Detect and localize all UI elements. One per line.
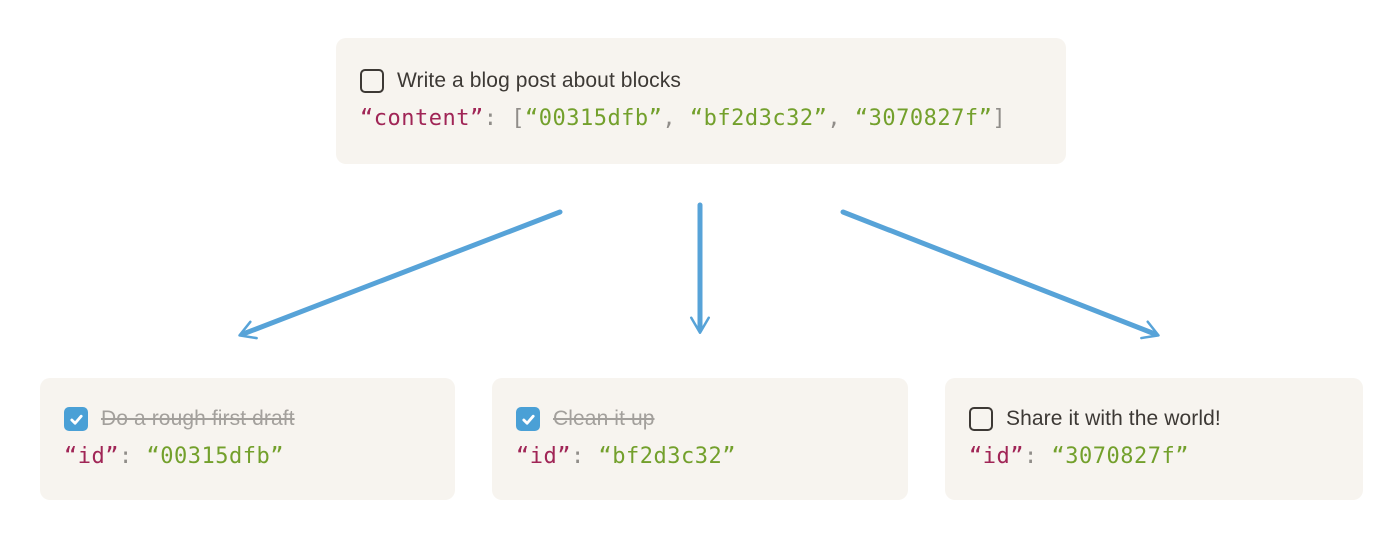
code-string: “bf2d3c32” — [689, 106, 828, 132]
code-punctuation: : — [118, 444, 147, 470]
child-task-card-2: Clean it up “id”: “bf2d3c32” — [492, 378, 908, 500]
code-punctuation: ] — [992, 106, 1007, 132]
code-string: “bf2d3c32” — [598, 444, 736, 470]
child-task-card-1: Do a rough first draft “id”: “00315dfb” — [40, 378, 455, 500]
arrow-to-third-child — [840, 209, 1160, 340]
code-key: “id” — [64, 444, 119, 470]
code-punctuation: , — [662, 106, 690, 132]
checkmark-icon — [521, 414, 535, 425]
task-row: Share it with the world! — [969, 407, 1339, 432]
task-label: Write a blog post about blocks — [397, 69, 681, 93]
code-string: “3070827f” — [1051, 444, 1189, 470]
code-key: “id” — [969, 444, 1024, 470]
content-code-line: “content”: [“00315dfb”, “bf2d3c32”, “307… — [360, 106, 1042, 132]
parent-task-card: Write a blog post about blocks “content”… — [336, 38, 1066, 164]
task-row: Write a blog post about blocks — [360, 69, 1042, 94]
code-string: “00315dfb” — [524, 106, 663, 132]
checkbox-checked[interactable] — [64, 407, 88, 432]
code-punctuation: : [ — [483, 106, 525, 132]
checkbox-unchecked[interactable] — [969, 407, 993, 432]
code-string: “00315dfb” — [146, 444, 284, 470]
task-row: Do a rough first draft — [64, 407, 431, 432]
task-row: Clean it up — [516, 407, 884, 432]
checkmark-icon — [69, 414, 83, 425]
checkbox-checked[interactable] — [516, 407, 540, 432]
code-key: “id” — [516, 444, 571, 470]
arrow-to-first-child — [238, 209, 563, 340]
id-code-line: “id”: “bf2d3c32” — [516, 444, 884, 470]
child-task-card-3: Share it with the world! “id”: “3070827f… — [945, 378, 1363, 500]
id-code-line: “id”: “3070827f” — [969, 444, 1339, 470]
code-string: “3070827f” — [854, 106, 993, 132]
task-label: Share it with the world! — [1006, 407, 1221, 431]
checkbox-unchecked[interactable] — [360, 69, 384, 94]
code-punctuation: : — [1023, 444, 1052, 470]
code-punctuation: : — [570, 444, 599, 470]
task-label: Do a rough first draft — [101, 407, 295, 431]
task-label: Clean it up — [553, 407, 655, 431]
code-punctuation: , — [827, 106, 855, 132]
code-key: “content” — [360, 106, 484, 132]
id-code-line: “id”: “00315dfb” — [64, 444, 431, 470]
